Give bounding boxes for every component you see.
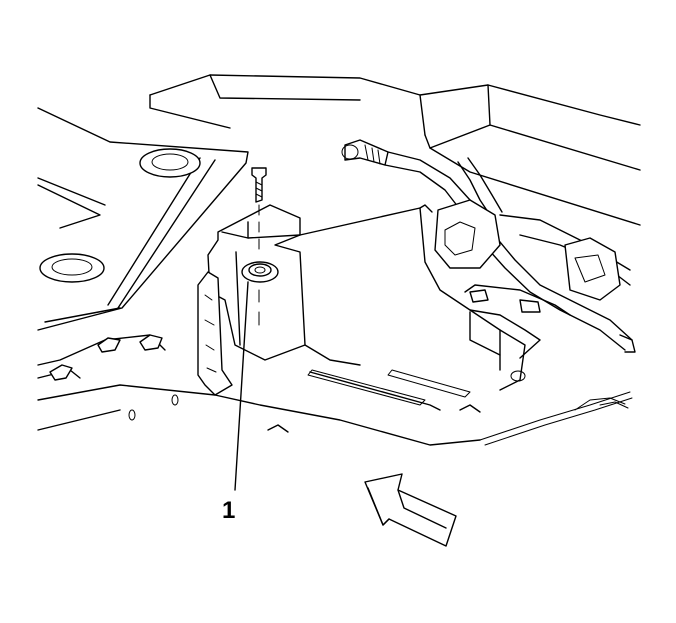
bracket-side-ribs — [198, 272, 232, 395]
bolt-head — [252, 168, 266, 202]
floor-slot-1 — [308, 370, 425, 405]
floor-slot-2 — [388, 370, 470, 397]
callout-leader-1 — [235, 282, 248, 490]
right-connector-cluster — [565, 238, 620, 300]
upper-cover — [150, 75, 640, 225]
bolt — [242, 168, 278, 325]
wiring-harness — [342, 140, 635, 390]
washer — [242, 262, 278, 282]
floor-plug-lower — [40, 254, 104, 282]
bracket — [198, 205, 360, 395]
callout-number-1: 1 — [222, 497, 236, 524]
direction-arrow — [365, 474, 456, 546]
floor-plug-upper — [140, 149, 200, 177]
floor-plate — [38, 108, 248, 330]
cross-bar-clamps — [38, 335, 165, 380]
cable-strands — [480, 392, 632, 445]
